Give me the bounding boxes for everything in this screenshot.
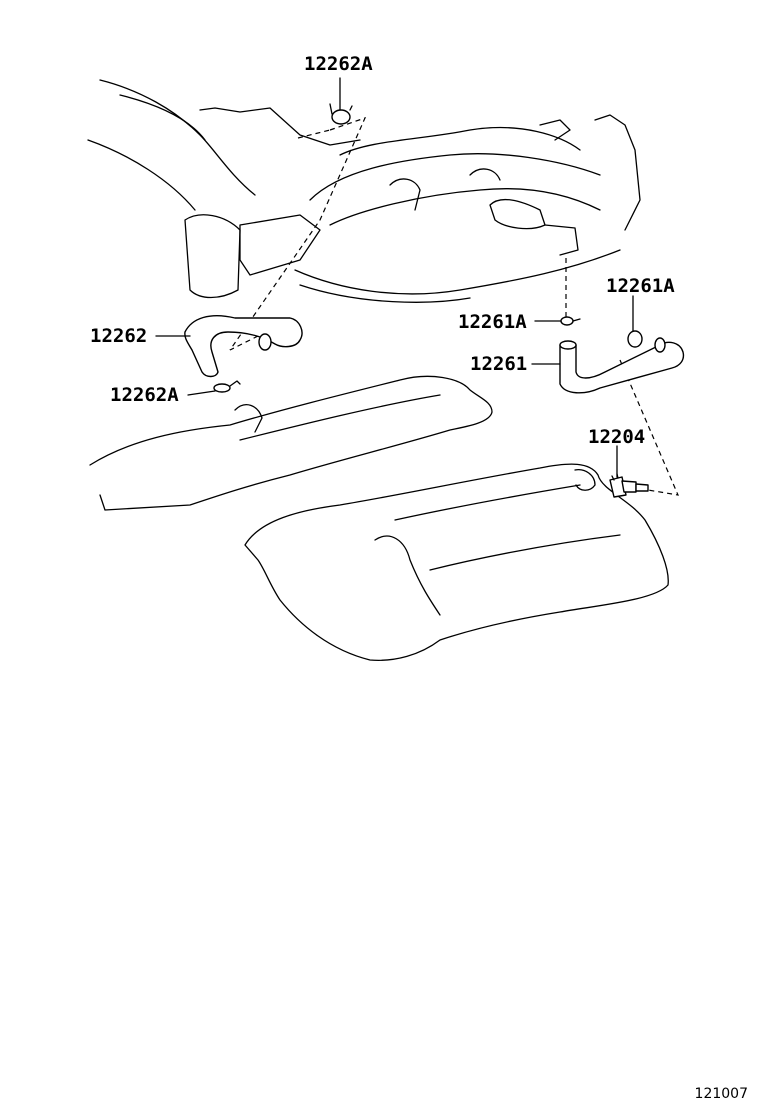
callout-12204: 12204 — [588, 426, 646, 448]
callout-12262a-bottom: 12262A — [110, 384, 179, 406]
callout-12262a-top: 12262A — [304, 53, 373, 75]
diagram-code: 121007 — [694, 1086, 748, 1102]
intake-manifold-outline — [87, 79, 641, 303]
clamp-12262a-bottom — [213, 380, 241, 393]
clamp-12261a-center — [560, 316, 581, 326]
pcv-valve-12204 — [609, 473, 649, 498]
callout-12261a-center: 12261A — [458, 311, 527, 333]
cylinder-head-cover-left — [89, 375, 493, 511]
callout-12262: 12262 — [90, 325, 148, 347]
leader-lines — [155, 77, 634, 478]
callout-12261a-right: 12261A — [606, 275, 675, 297]
hose-12262 — [184, 314, 303, 378]
clamp-12261a-right — [627, 330, 643, 348]
cylinder-head-cover-right — [244, 463, 669, 661]
callout-12261: 12261 — [470, 353, 528, 375]
hose-12261 — [559, 337, 685, 394]
clamp-12262a-top — [329, 103, 353, 125]
assembly-dashed-lines — [229, 116, 679, 496]
